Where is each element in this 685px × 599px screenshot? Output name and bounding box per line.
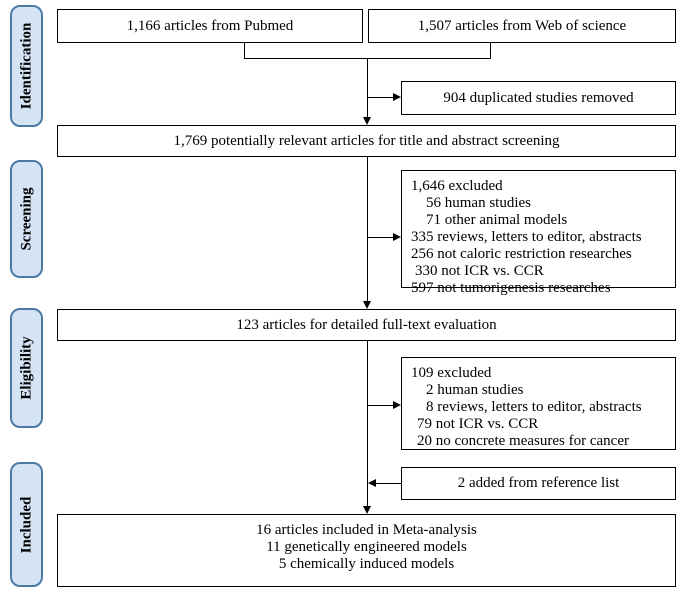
stage-identification: Identification — [10, 5, 43, 127]
arrow-to-eligibility-excluded — [393, 401, 401, 409]
list-item: 335 reviews, letters to editor, abstract… — [411, 229, 642, 245]
list-item: 56 human studies — [426, 195, 531, 211]
arrow-from-reference-list — [368, 479, 376, 487]
eligibility-excluded-box: 109 excluded 2 human studies 8 reviews, … — [401, 357, 676, 450]
stage-screening-label: Screening — [18, 187, 34, 251]
fulltext-text: 123 articles for detailed full-text eval… — [236, 316, 497, 333]
added-text: 2 added from reference list — [457, 475, 620, 491]
stage-included-label: Included — [18, 496, 34, 553]
arrow-to-duplicates — [393, 93, 401, 101]
list-item: 330 not ICR vs. CCR — [415, 263, 544, 279]
screening-excluded-box: 1,646 excluded 56 human studies 71 other… — [401, 170, 676, 296]
spine-3 — [367, 341, 368, 506]
list-item: 79 not ICR vs. CCR — [417, 416, 539, 432]
list-item: 597 not tumorigenesis researches — [411, 280, 611, 296]
duplicates-box: 904 duplicated studies removed — [401, 81, 676, 115]
duplicates-text: 904 duplicated studies removed — [443, 89, 634, 106]
relevant-box: 1,769 potentially relevant articles for … — [57, 125, 676, 157]
wos-text: 1,507 articles from Web of science — [417, 17, 627, 34]
branch-duplicates — [367, 97, 393, 98]
list-item: 2 human studies — [426, 382, 524, 398]
pubmed-text: 1,166 articles from Pubmed — [126, 17, 294, 34]
included-box: 16 articles included in Meta-analysis 11… — [57, 514, 676, 587]
included-line-3: 5 chemically induced models — [278, 556, 455, 572]
stage-included: Included — [10, 462, 43, 587]
branch-screening-excluded — [367, 237, 393, 238]
list-item: 71 other animal models — [426, 212, 568, 228]
added-box: 2 added from reference list — [401, 467, 676, 500]
arrow-to-relevant — [363, 117, 371, 125]
pubmed-box: 1,166 articles from Pubmed — [57, 9, 363, 43]
merge-right-line — [490, 43, 491, 59]
wos-box: 1,507 articles from Web of science — [368, 9, 676, 43]
merge-left-line — [244, 43, 245, 59]
included-line-1: 16 articles included in Meta-analysis — [256, 522, 477, 538]
eligibility-excluded-title: 109 excluded — [411, 365, 492, 381]
spine-2 — [367, 157, 368, 301]
fulltext-box: 123 articles for detailed full-text eval… — [57, 309, 676, 341]
arrow-to-included — [363, 506, 371, 514]
included-line-2: 11 genetically engineered models — [266, 539, 467, 555]
stage-eligibility: Eligibility — [10, 308, 43, 428]
stage-identification-label: Identification — [18, 22, 34, 110]
branch-eligibility-excluded — [367, 405, 393, 406]
stage-screening: Screening — [10, 160, 43, 278]
stage-eligibility-label: Eligibility — [18, 336, 34, 400]
arrow-to-screening-excluded — [393, 233, 401, 241]
list-item: 256 not caloric restriction researches — [411, 246, 632, 262]
relevant-text: 1,769 potentially relevant articles for … — [173, 132, 560, 149]
list-item: 8 reviews, letters to editor, abstracts — [426, 399, 642, 415]
screening-excluded-title: 1,646 excluded — [411, 178, 503, 194]
branch-added — [376, 483, 401, 484]
spine-1 — [367, 58, 368, 117]
list-item: 20 no concrete measures for cancer — [417, 433, 629, 449]
arrow-to-fulltext — [363, 301, 371, 309]
